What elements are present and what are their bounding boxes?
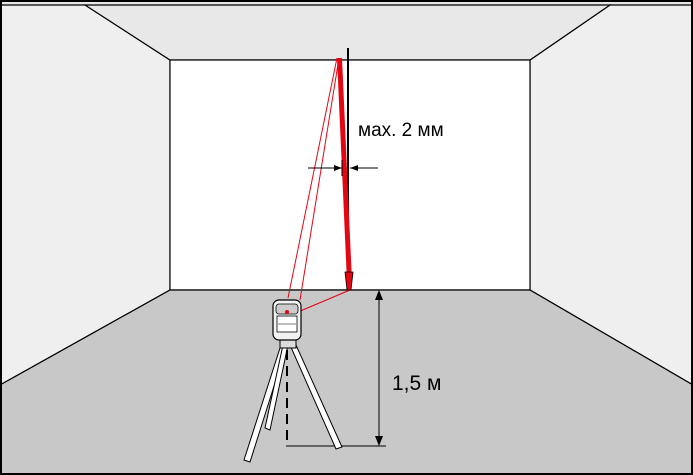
deviation-label: мах. 2 мм <box>358 120 444 141</box>
height-label: 1,5 м <box>392 372 441 395</box>
dimension-arrow-icon <box>334 165 342 171</box>
laser-beam-floor <box>297 289 351 313</box>
laser-beam-thin-left <box>287 57 338 299</box>
dimension-arrow-icon <box>375 290 383 300</box>
tripod-icon <box>243 339 343 463</box>
laser-dot-bottom <box>344 271 354 291</box>
laser-level-icon <box>272 299 302 341</box>
laser-line-on-wall <box>337 58 352 282</box>
dimension-arrow-icon <box>375 436 383 446</box>
dimension-arrow-icon <box>350 165 358 171</box>
laser-beam-thin-right <box>299 57 340 301</box>
floor <box>0 289 693 475</box>
